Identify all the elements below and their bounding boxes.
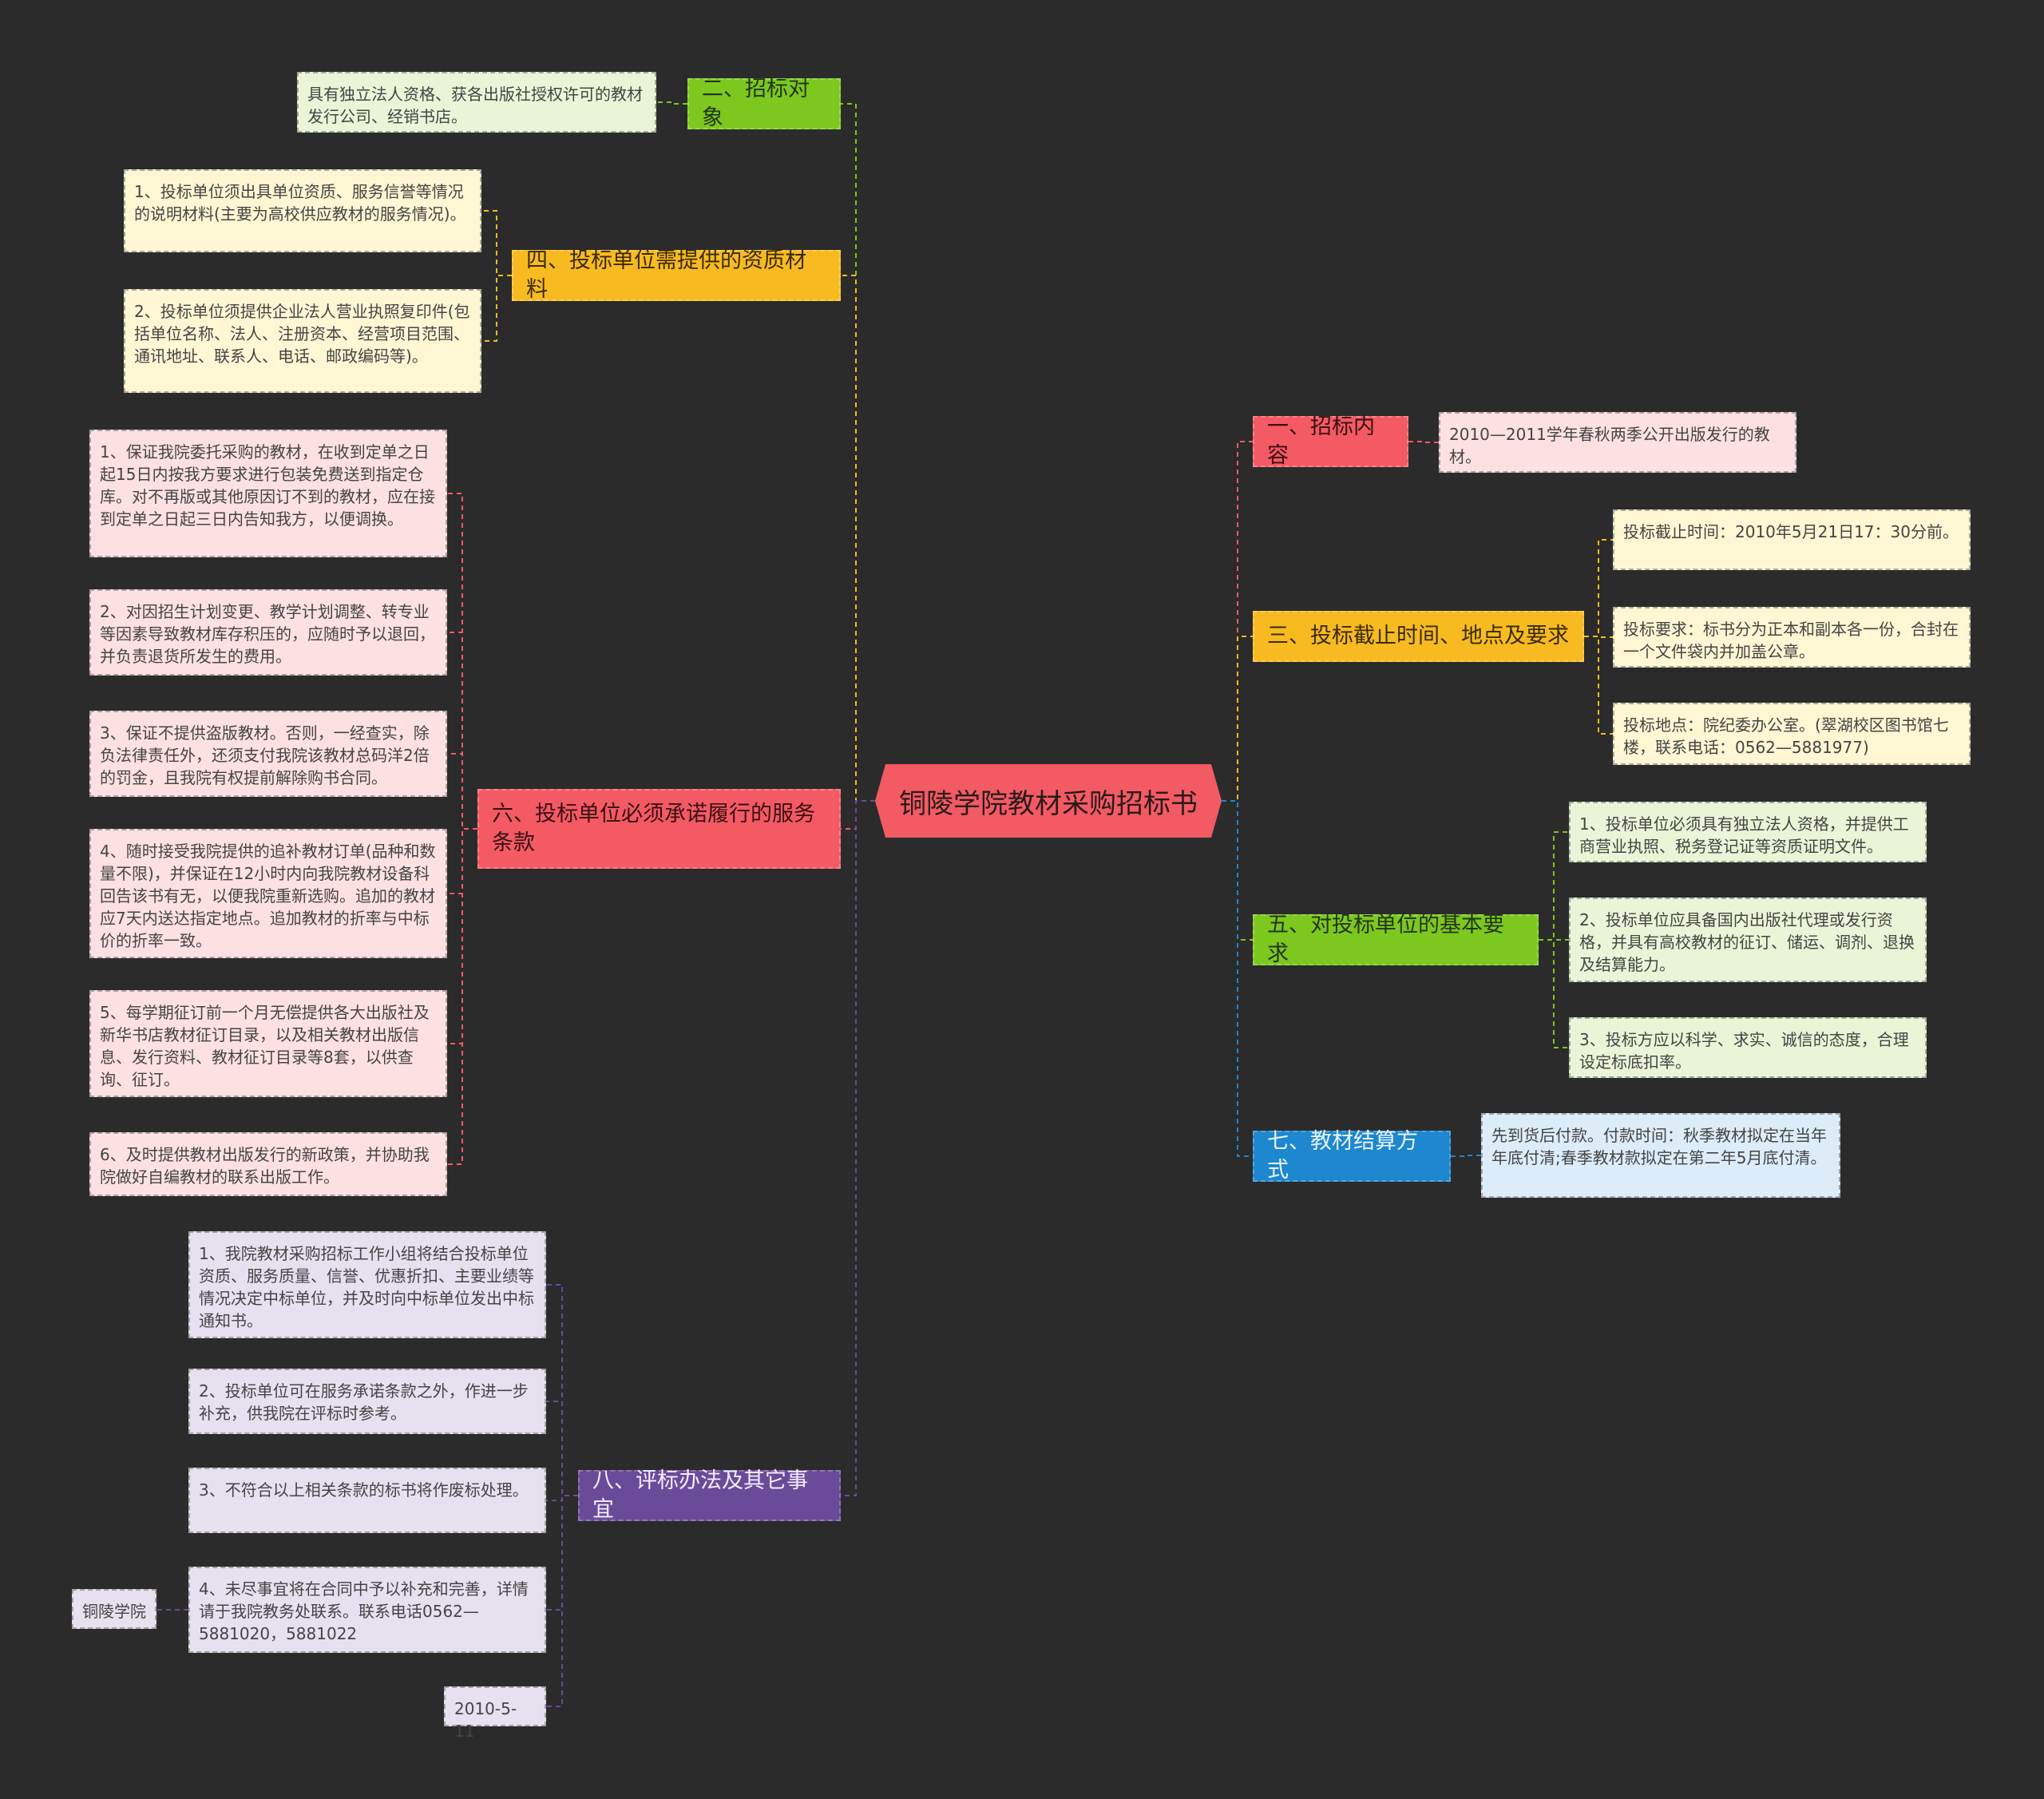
leaf-requirement-1[interactable]: 1、投标单位必须具有独立法人资格，并提供工商营业执照、税务登记证等资质证明文件。 — [1569, 802, 1927, 862]
connector-b2l0 — [656, 101, 687, 105]
connector-b8l1 — [546, 1401, 578, 1496]
connector-b2 — [841, 103, 875, 802]
branch-bidding-content[interactable]: 一、招标内容 — [1253, 414, 1408, 468]
leaf-evaluation-3[interactable]: 3、不符合以上相关条款的标书将作废标处理。 — [188, 1468, 546, 1533]
leaf-service-6[interactable]: 6、及时提供教材出版发行的新政策，并协助我院做好自编教材的联系出版工作。 — [89, 1132, 447, 1196]
connector-b8 — [841, 800, 875, 1496]
leaf-college-name[interactable]: 铜陵学院 — [72, 1589, 156, 1629]
leaf-evaluation-2[interactable]: 2、投标单位可在服务承诺条款之外，作进一步补充，供我院在评标时参考。 — [188, 1369, 546, 1434]
connector-b5 — [1222, 800, 1253, 941]
leaf-service-4[interactable]: 4、随时接受我院提供的追补教材订单(品种和数量不限)，并保证在12小时内向我院教… — [89, 829, 447, 958]
connector-b3l1 — [1584, 636, 1613, 638]
leaf-date[interactable]: 2010-5-11 — [444, 1686, 546, 1741]
branch-bidding-target[interactable]: 二、招标对象 — [687, 77, 841, 130]
leaf-location[interactable]: 投标地点：院纪委办公室。(翠湖校区图书馆七楼，联系电话：0562—5881977… — [1613, 703, 1971, 765]
connector-b6 — [841, 800, 875, 830]
connector-b7l0 — [1451, 1155, 1481, 1157]
connector-b5l2 — [1539, 939, 1569, 1048]
connector-b4l0 — [481, 210, 512, 276]
leaf-settlement[interactable]: 先到货后付款。付款时间：秋季教材拟定在当年年底付清;春季教材款拟定在第二年5月底… — [1481, 1113, 1840, 1198]
connector-b3l0 — [1584, 539, 1613, 637]
connector-b8l4 — [546, 1495, 578, 1707]
connector-b5l0 — [1539, 831, 1569, 941]
leaf-requirement[interactable]: 投标要求：标书分为正本和副本各一份，合封在一个文件袋内并加盖公章。 — [1613, 607, 1971, 668]
central-topic[interactable]: 铜陵学院教材采购招标书 — [875, 764, 1222, 838]
connector-b6l4 — [447, 828, 477, 1044]
leaf-evaluation-4[interactable]: 4、未尽事宜将在合同中予以补充和完善，详情请于我院教务处联系。联系电话0562—… — [188, 1567, 546, 1653]
leaf-service-3[interactable]: 3、保证不提供盗版教材。否则，一经查实，除负法律责任外，还须支付我院该教材总码洋… — [89, 711, 447, 797]
leaf-service-1[interactable]: 1、保证我院委托采购的教材，在收到定单之日起15日内按我方要求进行包装免费送到指… — [89, 430, 447, 557]
branch-qualification-materials[interactable]: 四、投标单位需提供的资质材料 — [512, 248, 841, 302]
leaf-service-5[interactable]: 5、每学期征订前一个月无偿提供各大出版社及新华书店教材征订目录，以及相关教材出版… — [89, 990, 447, 1097]
leaf-requirement-2[interactable]: 2、投标单位应具备国内出版社代理或发行资格，并具有高校教材的征订、储运、调剂、退… — [1569, 898, 1927, 982]
connector-b7 — [1222, 800, 1253, 1157]
leaf-evaluation-1[interactable]: 1、我院教材采购招标工作小组将结合投标单位资质、服务质量、信誉、优惠折扣、主要业… — [188, 1231, 546, 1338]
leaf-qualification-1[interactable]: 1、投标单位须出具单位资质、服务信誉等情况的说明材料(主要为高校供应教材的服务情… — [124, 169, 481, 252]
connector-b6l2 — [447, 753, 477, 830]
connector-b4l1 — [481, 275, 512, 342]
leaf-deadline[interactable]: 投标截止时间：2010年5月21日17：30分前。 — [1613, 509, 1971, 570]
connector-b6l5 — [447, 828, 477, 1165]
leaf-requirement-3[interactable]: 3、投标方应以科学、求实、诚信的态度，合理设定标底扣率。 — [1569, 1017, 1927, 1078]
leaf-service-2[interactable]: 2、对因招生计划变更、教学计划调整、转专业等因素导致教材库存积压的，应随时予以退… — [89, 589, 447, 676]
leaf-qualification-2[interactable]: 2、投标单位须提供企业法人营业执照复印件(包括单位名称、法人、注册资本、经营项目… — [124, 289, 481, 393]
branch-deadline-location[interactable]: 三、投标截止时间、地点及要求 — [1253, 611, 1584, 662]
branch-evaluation-method[interactable]: 八、评标办法及其它事宜 — [578, 1468, 841, 1522]
connector-b1 — [1222, 441, 1253, 802]
connector-b3l2 — [1584, 636, 1613, 735]
connector-b3 — [1222, 636, 1253, 802]
branch-basic-requirements[interactable]: 五、对投标单位的基本要求 — [1253, 913, 1539, 966]
branch-settlement-method[interactable]: 七、教材结算方式 — [1253, 1129, 1451, 1183]
branch-service-terms[interactable]: 六、投标单位必须承诺履行的服务条款 — [477, 789, 841, 869]
leaf-bidding-content[interactable]: 2010—2011学年春秋两季公开出版发行的教材。 — [1439, 412, 1796, 473]
connector-b4 — [841, 275, 875, 802]
leaf-bidding-target[interactable]: 具有独立法人资格、获各出版社授权许可的教材发行公司、经销书店。 — [297, 72, 656, 133]
